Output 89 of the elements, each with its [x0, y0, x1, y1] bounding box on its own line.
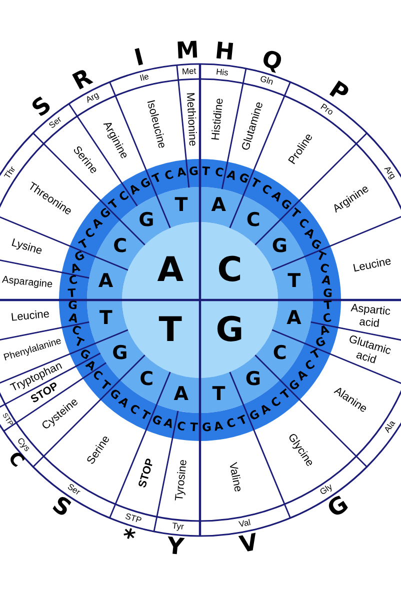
base-letter: C: [68, 274, 79, 288]
amino-acid-abbreviation: His: [216, 67, 230, 78]
amino-acid-name: Histidine: [210, 98, 226, 142]
amino-acid-abbreviation: Val: [238, 518, 252, 530]
amino-acid-name: Glutamic acid: [346, 332, 394, 368]
one-letter-code: M: [176, 39, 200, 64]
base-letter: T: [73, 336, 86, 350]
base-letter: T: [99, 309, 112, 328]
amino-acid-name: Valine: [226, 462, 244, 494]
base-letter: T: [288, 272, 301, 291]
base-letter: C: [225, 417, 238, 431]
base-letter: G: [201, 422, 212, 434]
base-letter: A: [224, 168, 238, 182]
base-letter: G: [112, 344, 128, 363]
amino-acid-abbreviation: Ile: [138, 72, 150, 84]
base-letter: C: [176, 420, 187, 433]
base-letter: A: [176, 166, 187, 180]
amino-acid-name: Methionine: [183, 92, 199, 146]
base-letter: G: [72, 249, 86, 264]
amino-acid-name: Asparagine: [2, 274, 54, 291]
base-letter: C: [214, 166, 224, 180]
amino-acid-abbreviation: Thr: [2, 164, 18, 181]
base-letter: G: [150, 413, 164, 428]
amino-acid-name: Leucine: [10, 308, 50, 325]
base-letter: A: [68, 312, 79, 326]
stop-label: STOP: [136, 456, 158, 490]
base-letter: T: [202, 166, 210, 178]
base-letter: T: [98, 378, 112, 393]
amino-acid-abbreviation: Ala: [382, 419, 398, 435]
base-letter: C: [217, 253, 242, 288]
base-letter: A: [286, 309, 302, 328]
base-letter: A: [321, 274, 332, 288]
base-letter: T: [174, 196, 188, 216]
one-letter-code: V: [238, 531, 260, 558]
base-letter: A: [174, 384, 188, 404]
base-letter: T: [68, 287, 76, 300]
amino-acid-name: Lysine: [10, 236, 44, 258]
base-letter: T: [78, 238, 91, 252]
base-letter: T: [212, 384, 226, 404]
base-letter: G: [188, 166, 200, 178]
base-letter: G: [322, 287, 334, 300]
amino-acid-abbreviation: Arg: [382, 164, 398, 182]
base-letter: C: [70, 324, 82, 338]
base-letter: A: [98, 272, 114, 291]
amino-acid-name: Leucine: [352, 256, 393, 276]
base-letter: T: [248, 177, 261, 191]
one-letter-code: Q: [259, 48, 285, 76]
base-letter: T: [323, 300, 332, 312]
base-letter: G: [67, 300, 78, 312]
base-letter: C: [163, 168, 175, 182]
base-letter: C: [246, 210, 260, 230]
base-letter: G: [245, 370, 261, 390]
amino-acid-abbreviation: Tyr: [171, 522, 184, 533]
base-letter: C: [113, 237, 128, 256]
amino-acid-abbreviation: Ser: [46, 115, 64, 132]
base-letter: A: [213, 420, 224, 433]
amino-acid-abbreviation: Gln: [258, 74, 274, 88]
base-letter: A: [70, 262, 82, 276]
base-letter: T: [158, 312, 182, 347]
base-letter: C: [128, 402, 142, 417]
base-letter: T: [150, 172, 163, 186]
amino-acid-name: Isoleucine: [144, 98, 168, 150]
one-letter-code: I: [132, 46, 146, 71]
base-letter: A: [162, 417, 175, 431]
base-letter: G: [272, 237, 288, 256]
base-letter: T: [138, 408, 152, 422]
base-letter: T: [189, 422, 198, 434]
base-letter: A: [318, 324, 330, 338]
amino-acid-name: Aspartic acid: [349, 302, 392, 332]
amino-acid-abbreviation: Cys: [15, 436, 32, 454]
base-letter: G: [236, 172, 250, 186]
amino-acid-abbreviation: STP: [124, 511, 143, 526]
base-letter: T: [314, 250, 326, 264]
amino-acid-abbreviation: Pro: [318, 102, 336, 118]
one-letter-code: *: [118, 526, 137, 552]
base-letter: C: [272, 344, 287, 363]
base-letter: A: [211, 196, 226, 216]
base-letter: C: [140, 370, 154, 390]
base-letter: C: [318, 262, 330, 276]
base-letter: G: [78, 347, 92, 362]
base-letter: G: [216, 312, 244, 347]
amino-acid-name: Tyrosine: [174, 458, 190, 502]
one-letter-code: Y: [166, 536, 185, 560]
base-letter: T: [237, 413, 250, 428]
base-letter: G: [138, 210, 154, 230]
one-letter-code: H: [214, 40, 236, 65]
base-letter: C: [322, 312, 332, 325]
amino-acid-abbreviation: Met: [182, 66, 196, 77]
base-letter: A: [157, 253, 184, 288]
